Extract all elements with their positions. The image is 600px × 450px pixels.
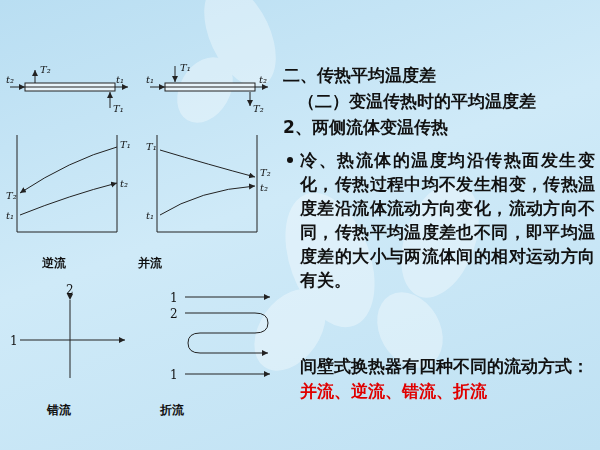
highlight-text: 并流、逆流、错流、折流 <box>300 380 487 403</box>
stream-number: 2 <box>66 283 74 297</box>
section-heading: 2、两侧流体变温传热 <box>283 116 448 139</box>
stream-number: 1 <box>170 291 178 305</box>
baffle-flow-figure <box>185 297 270 374</box>
temperature-symbol: T₂ <box>40 64 51 75</box>
counterflow-figure <box>10 70 128 232</box>
stream-number: 1 <box>10 334 18 348</box>
crossflow-figure <box>20 300 125 378</box>
temperature-symbol: T₁ <box>113 103 124 114</box>
temperature-symbol: t₂ <box>120 178 128 189</box>
temperature-symbol: T₁ <box>146 141 157 152</box>
temperature-symbol: t₁ <box>116 74 124 85</box>
temperature-symbol: T₂ <box>260 167 271 178</box>
temperature-symbol: t₁ <box>146 74 154 85</box>
figure-caption: 并流 <box>138 255 162 272</box>
temperature-symbol: t₂ <box>259 74 267 85</box>
temperature-symbol: T₁ <box>180 62 191 73</box>
slide-title: 二、传热平均温度差 <box>283 64 436 87</box>
subtitle: （二）变温传热时的平均温度差 <box>298 90 536 113</box>
temperature-symbol: t₁ <box>6 210 14 221</box>
figure-caption: 折流 <box>160 402 184 419</box>
figure-caption: 逆流 <box>42 255 66 272</box>
body-text: 间壁式换热器有四种不同的流动方式： <box>300 355 589 378</box>
stream-number: 1 <box>170 368 178 382</box>
body-text: 冷、热流体的温度均沿传热面发生变化，传热过程中均不发生相变，传热温度差沿流体流动… <box>300 148 595 292</box>
temperature-symbol: t₂ <box>6 74 14 85</box>
figure-caption: 错流 <box>47 402 71 419</box>
temperature-symbol: T₁ <box>120 139 131 150</box>
temperature-symbol: t₂ <box>260 182 268 193</box>
stream-number: 2 <box>170 307 178 321</box>
temperature-symbol: T₂ <box>6 190 17 201</box>
bullet <box>287 157 293 163</box>
temperature-symbol: T₂ <box>253 103 264 114</box>
temperature-symbol: t₁ <box>146 210 154 221</box>
parallel-flow-figure <box>150 66 268 232</box>
